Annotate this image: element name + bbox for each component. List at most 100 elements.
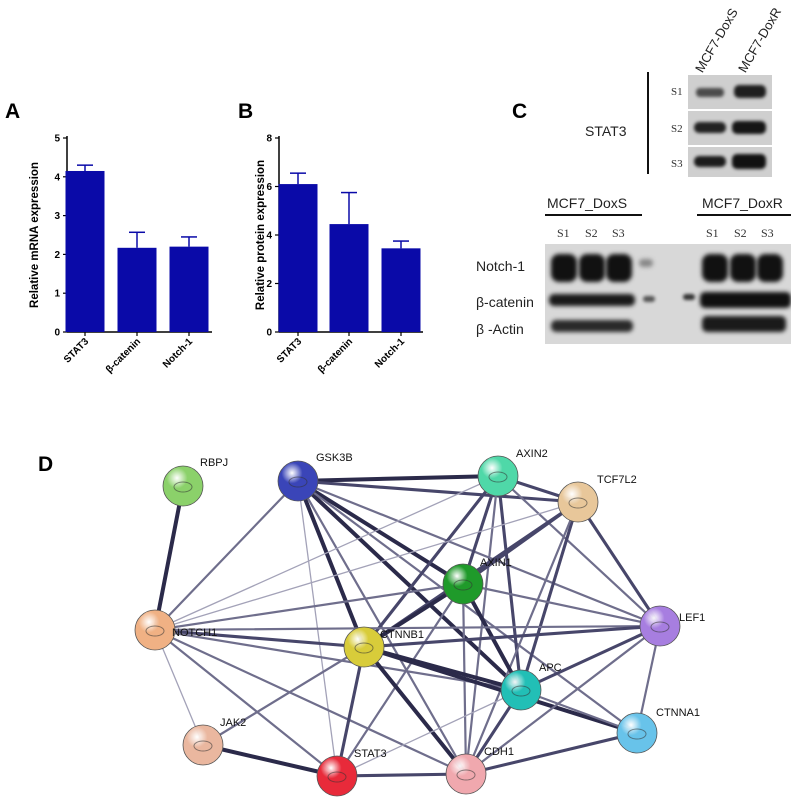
node-sphere	[134, 609, 176, 651]
panel-letter-c: C	[512, 100, 528, 123]
edge-axin2-lef1	[496, 474, 662, 628]
edge-gsk3b-tcf7l2	[296, 479, 580, 504]
group-line-doxr	[697, 214, 791, 216]
bar	[278, 184, 318, 332]
node-structure-icon	[173, 481, 193, 493]
y-tick-label: 3	[54, 211, 60, 222]
node-sphere	[182, 724, 224, 766]
node-ctnnb1: CTNNB1	[343, 626, 424, 668]
node-label: RBPJ	[200, 457, 228, 469]
node-lef1: LEF1	[639, 605, 705, 647]
edge-gsk3b-notch1	[153, 479, 300, 632]
node-structure-icon	[456, 769, 476, 781]
edge-gsk3b-ctnnb1	[296, 479, 366, 649]
bar	[117, 247, 157, 332]
node-structure-icon	[354, 642, 374, 654]
edge-apc-ctnna1	[519, 688, 639, 735]
edge-jak2-stat3	[201, 743, 339, 778]
edge-apc-stat3	[336, 689, 522, 777]
node-structure-icon	[488, 471, 508, 483]
node-structure-icon	[453, 579, 473, 591]
lane-label-4: S1	[706, 226, 719, 240]
edge-gsk3b-axin1	[296, 479, 465, 586]
y-tick-label: 1	[54, 289, 60, 300]
blot-strip-s3	[688, 147, 772, 177]
y-tick-label: 2	[266, 279, 272, 290]
edge-axin2-cdh1	[464, 474, 500, 776]
edge-gsk3b-apc	[296, 479, 523, 692]
bracket-line	[647, 72, 649, 174]
node-label: TCF7L2	[597, 474, 637, 486]
node-label: GSK3B	[316, 452, 353, 464]
node-apc: APC	[500, 662, 562, 711]
node-structure-icon	[650, 621, 670, 633]
notch1-label: Notch-1	[476, 258, 526, 274]
edge-tcf7l2-apc	[519, 500, 580, 692]
node-label: CTNNA1	[656, 707, 700, 719]
edge-ctnna1-cdh1	[464, 731, 639, 776]
y-tick-label: 4	[54, 172, 60, 183]
group-label-doxr: MCF7_DoxR	[702, 195, 783, 211]
node-label: APC	[539, 662, 562, 674]
node-cdh1: CDH1	[445, 746, 514, 795]
edge-axin2-notch1	[154, 475, 499, 631]
edge-axin2-ctnnb1	[362, 474, 500, 649]
node-gsk3b: GSK3B	[277, 452, 353, 502]
bar	[381, 248, 421, 332]
node-structure-icon	[627, 728, 647, 740]
lane-label-1: S1	[557, 226, 570, 240]
blot-membrane	[545, 244, 791, 344]
node-sphere	[277, 460, 319, 502]
node-sphere	[316, 755, 358, 797]
edge-notch1-stat3	[153, 628, 339, 778]
node-label: AXIN1	[480, 557, 512, 569]
panel-letter-d: D	[38, 453, 54, 476]
edge-ctnnb1-stat3	[335, 645, 366, 778]
node-sphere	[639, 605, 681, 647]
bar	[169, 246, 209, 332]
panel-letter-b: B	[238, 100, 254, 123]
node-axin2: AXIN2	[477, 448, 548, 497]
y-axis-label: Relative protein expression	[255, 160, 267, 310]
node-notch1: NOTCH1	[134, 609, 217, 651]
group-line-doxs	[545, 214, 642, 216]
stat3-blot-label: STAT3	[585, 123, 627, 139]
y-tick-label: 2	[54, 250, 60, 261]
edge-stat3-cdh1	[335, 772, 468, 778]
row-label-s3: S3	[671, 158, 683, 170]
node-rbpj: RBPJ	[162, 457, 228, 507]
bar	[329, 224, 369, 332]
lane-label-2: S2	[585, 226, 598, 240]
node-structure-icon	[327, 771, 347, 783]
lane-label-5: S2	[734, 226, 747, 240]
edge-notch1-apc	[153, 628, 523, 692]
edge-notch1-lef1	[153, 624, 662, 632]
node-structure-icon	[288, 476, 308, 488]
panel-letter-a: A	[5, 100, 21, 123]
node-structure-icon	[568, 497, 588, 509]
node-label: STAT3	[354, 748, 387, 760]
lane-label-3: S3	[612, 226, 625, 240]
edge-notch1-ctnnb1	[153, 628, 366, 649]
node-tcf7l2: TCF7L2	[557, 474, 637, 523]
node-structure-icon	[511, 685, 531, 697]
node-sphere	[442, 563, 484, 605]
node-label: AXIN2	[516, 448, 548, 460]
edge-gsk3b-lef1	[296, 479, 662, 628]
node-sphere	[616, 712, 658, 754]
y-axis-label: Relative mRNA expression	[29, 162, 41, 308]
edge-axin1-stat3	[335, 582, 465, 778]
beta-catenin-label: β-catenin	[476, 294, 534, 310]
node-sphere	[500, 669, 542, 711]
node-jak2: JAK2	[182, 717, 246, 766]
bar	[65, 170, 105, 332]
y-tick-label: 0	[54, 328, 60, 339]
row-label-s1: S1	[671, 86, 683, 98]
edge-ctnnb1-lef1	[362, 624, 662, 649]
y-tick-label: 4	[266, 231, 272, 242]
node-ctnna1: CTNNA1	[616, 707, 700, 754]
edge-ctnnb1-cdh1	[362, 645, 468, 776]
